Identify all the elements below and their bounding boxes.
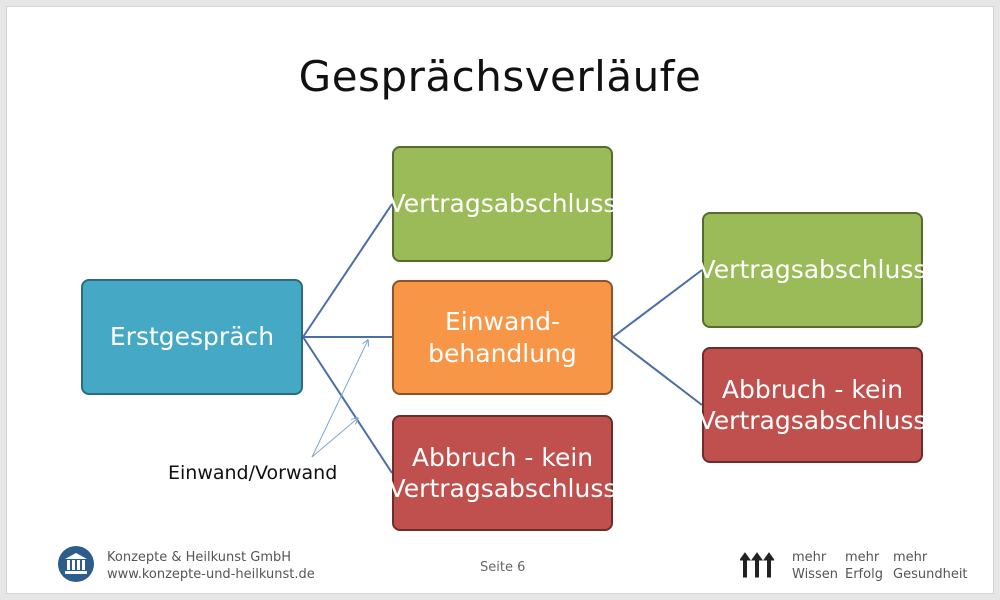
logo-icon (58, 546, 94, 582)
up-arrows-icon (740, 552, 774, 578)
connector-middle-rightbottom (612, 336, 703, 406)
slide-title: Gesprächsverläufe (298, 52, 702, 101)
connector-middle-righttop (612, 269, 703, 338)
node-abbruch-1: Abbruch - kein Vertragsabschluss (389, 415, 616, 531)
connector-start-bottom (302, 336, 393, 474)
page-number: Seite 6 (480, 560, 526, 575)
node-vertragsabschluss-1: Vertragsabschluss (389, 146, 616, 262)
company-website: www.konzepte-und-heilkunst.de (107, 567, 315, 582)
slogan-erfolg: mehr Erfolg (845, 550, 883, 582)
node-vertragsabschluss-2: Vertragsabschluss (699, 212, 926, 328)
slogan-gesundheit: mehr Gesundheit (893, 550, 968, 582)
annotation-einwand-vorwand: Einwand/Vorwand (168, 462, 338, 484)
annotation-pointer-2 (311, 418, 358, 458)
node-abbruch-2: Abbruch - kein Vertragsabschluss (699, 347, 926, 463)
company-name: Konzepte & Heilkunst GmbH (107, 550, 292, 565)
node-erstgespraech: Erstgespräch (81, 279, 303, 395)
node-einwandbehandlung: Einwand- behandlung (392, 280, 613, 395)
footer-company: Konzepte & Heilkunst GmbH www.konzepte-u… (107, 549, 315, 583)
connector-start-top (302, 203, 393, 338)
annotation-pointer-1 (311, 340, 368, 458)
slogan-wissen: mehr Wissen (792, 550, 838, 582)
